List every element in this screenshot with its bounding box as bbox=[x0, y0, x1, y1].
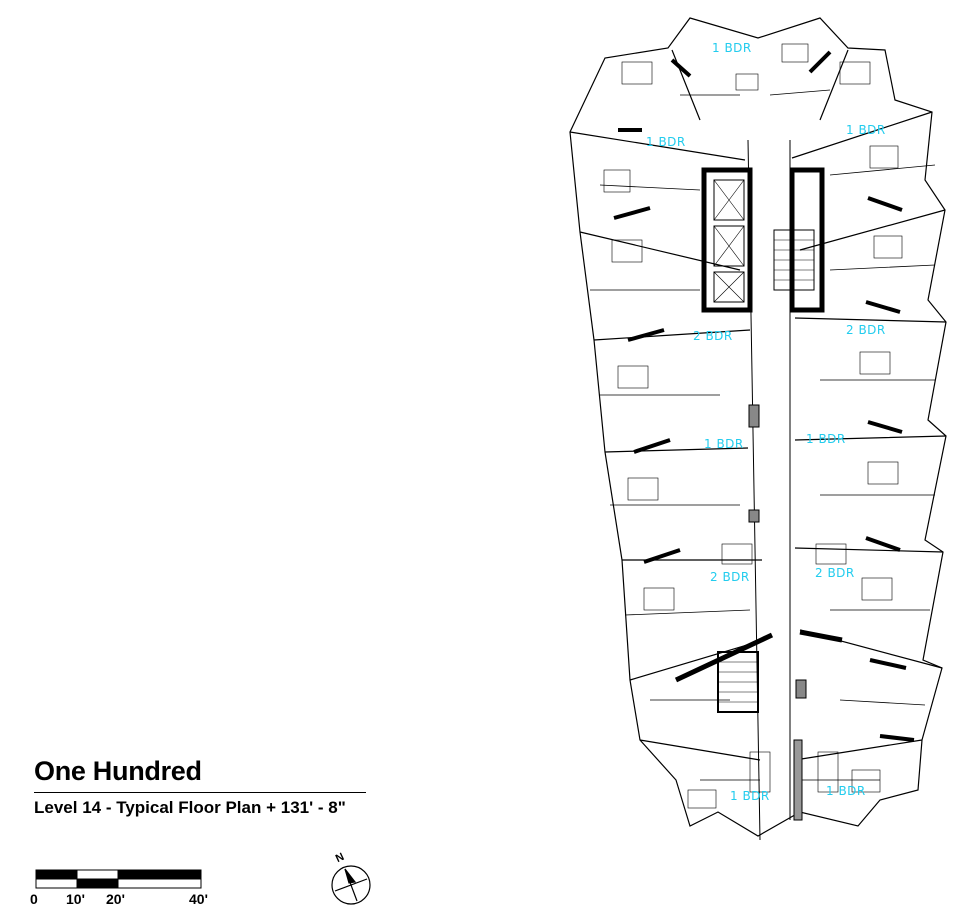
page-title: One Hundred bbox=[34, 756, 202, 786]
unit-label: 1 BDR bbox=[704, 437, 744, 451]
unit-label: 2 BDR bbox=[693, 329, 733, 343]
title-rule bbox=[34, 792, 366, 793]
scale-label-40: 40' bbox=[189, 891, 208, 907]
unit-label: 2 BDR bbox=[710, 570, 750, 584]
unit-label: 1 BDR bbox=[806, 432, 846, 446]
scale-label-10: 10' bbox=[66, 891, 85, 907]
scale-label-20: 20' bbox=[106, 891, 125, 907]
unit-label: 1 BDR bbox=[646, 135, 686, 149]
core bbox=[613, 50, 915, 821]
north-arrow-icon bbox=[331, 865, 371, 905]
unit-label: 1 BDR bbox=[730, 789, 770, 803]
unit-label: 1 BDR bbox=[846, 123, 886, 137]
scale-bar bbox=[35, 869, 202, 889]
building-outline bbox=[569, 17, 947, 837]
scale-label-0: 0 bbox=[30, 891, 38, 907]
corridor bbox=[747, 139, 791, 841]
unit-labels: 1 BDR 1 BDR 1 BDR 2 BDR 2 BDR 1 BDR 1 BD… bbox=[646, 41, 886, 803]
unit-label: 2 BDR bbox=[815, 566, 855, 580]
page-subtitle: Level 14 - Typical Floor Plan + 131' - 8… bbox=[34, 798, 346, 817]
unit-label: 1 BDR bbox=[712, 41, 752, 55]
unit-label: 2 BDR bbox=[846, 323, 886, 337]
unit-label: 1 BDR bbox=[826, 784, 866, 798]
